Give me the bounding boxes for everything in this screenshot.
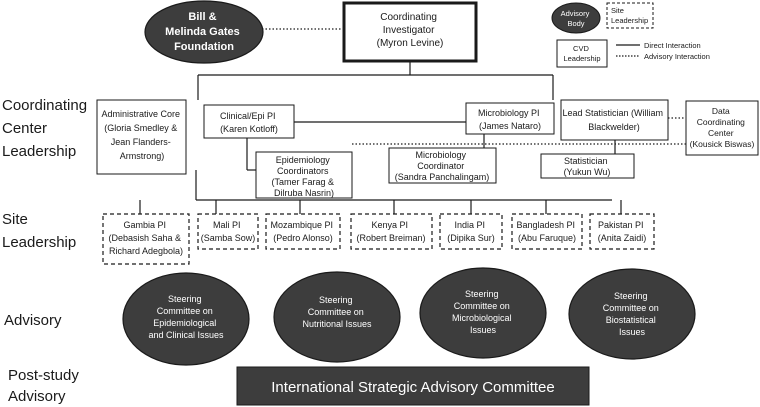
clinical-epi-pi-node: Clinical/Epi PI (Karen Kotloff) <box>203 104 295 139</box>
svg-text:Epidemiology Coordinator: Epidemiology Coordinators (Tamer Farag &… <box>271 155 336 198</box>
legend: Advisory Body Site Leadership CVD Leader… <box>551 2 710 68</box>
data-coordinating-center-node: Data Coordinating Center (Kousick Biswas… <box>685 100 759 156</box>
site-box-pakistan <box>589 213 655 250</box>
legend-cvd-text: Leadership <box>563 54 600 63</box>
lead-statistician-node: Lead Statistician (William Blackwelder) <box>560 99 669 141</box>
site-mozambique-text: Mozambique PI (Pedro Alonso) <box>270 220 335 243</box>
epidemiology-coordinators-node: Epidemiology Coordinators (Tamer Farag &… <box>255 151 353 199</box>
site-gambia-text: Gambia PI (Debasish Saha & Richard Adegb… <box>108 220 183 256</box>
site-box-india <box>439 213 503 250</box>
svg-text:Site: Site <box>2 211 28 228</box>
coordinating-investigator-node: Coordinating Investigator (Myron Levine) <box>342 1 478 63</box>
site-box-kenya <box>350 213 433 250</box>
svg-text:CVD Leadership: CVD Leadership <box>563 44 600 63</box>
svg-text:Bill & Melinda Gates: Bill & Melinda Gates Foundation <box>165 11 243 53</box>
committee-nutritional: Steering Committee on Nutritional Issues <box>273 271 401 363</box>
isac-node: International Strategic Advisory Committ… <box>236 366 590 406</box>
ci-line: Coordinating <box>380 12 437 23</box>
legend-direct-text: Direct Interaction <box>644 41 701 50</box>
svg-text:Center: Center <box>2 120 47 137</box>
gates-line: Foundation <box>174 41 234 53</box>
side-label-coordinating: Coordinating Center Leadership <box>2 97 87 160</box>
svg-text:Coordinating: Coordinating <box>2 97 87 114</box>
gates-foundation-node: Bill & Melinda Gates Foundation <box>144 0 264 64</box>
advisory-connectors <box>262 28 686 145</box>
committee-microbiological: Steering Committee on Microbiological Is… <box>419 267 547 359</box>
svg-text:Statistician (Yukun Wu): Statistician (Yukun Wu) <box>564 156 611 177</box>
svg-text:Steering Committee on: Steering Committee on Nutritional Issues <box>302 295 372 329</box>
admin-core-node: Administrative Core (Gloria Smedley & Je… <box>96 99 187 175</box>
svg-text:Lead Statistician (William: Lead Statistician (William Blackwelder) <box>562 108 665 132</box>
site-box-bangladesh <box>511 213 583 250</box>
site-box-mozambique <box>265 213 341 250</box>
svg-text:Steering Committee on: Steering Committee on Biostatistical Iss… <box>603 291 662 337</box>
committee-biostatistical: Steering Committee on Biostatistical Iss… <box>568 268 696 360</box>
side-label-advisory: Advisory <box>4 312 62 329</box>
ci-line: (Myron Levine) <box>377 38 444 49</box>
svg-text:Advisory Body: Advisory Body <box>561 9 592 28</box>
svg-text:Leadership: Leadership <box>2 234 76 251</box>
side-label-post-study: Post-study Advisory <box>8 367 79 405</box>
svg-text:Advisory: Advisory <box>4 312 62 329</box>
statistician-node: Statistician (Yukun Wu) <box>540 153 635 179</box>
svg-text:Steering Committee on: Steering Committee on Epidemiological an… <box>148 294 224 340</box>
svg-text:Steering Committee on: Steering Committee on Microbiological Is… <box>452 289 514 335</box>
site-kenya-text: Kenya PI (Robert Breiman) <box>356 220 425 243</box>
svg-text:Advisory: Advisory <box>8 388 66 405</box>
site-mali-text: Mali PI (Samba Sow) <box>201 220 256 243</box>
site-pakistan-text: Pakistan PI (Anita Zaidi) <box>598 220 647 243</box>
svg-text:Site Leadership: Site Leadership <box>611 6 648 25</box>
svg-text:Administrative Core (Glo: Administrative Core (Gloria Smedley & Je… <box>101 109 182 161</box>
site-box-mali <box>197 213 259 250</box>
side-label-site: Site Leadership <box>2 211 76 251</box>
microbiology-coordinator-node: Microbiology Coordinator (Sandra Panchal… <box>388 147 497 184</box>
gates-line: Bill & <box>188 11 216 23</box>
committee-epidemiological: Steering Committee on Epidemiological an… <box>122 272 250 366</box>
site-india-text: India PI (Dipika Sur) <box>447 220 495 243</box>
legend-cvd-text: CVD <box>573 44 589 53</box>
legend-site-text: Site <box>611 6 624 15</box>
svg-text:Post-study: Post-study <box>8 367 79 384</box>
microbiology-pi-node: Microbiology PI (James Nataro) <box>465 102 555 135</box>
isac-text: International Strategic Advisory Committ… <box>271 379 554 396</box>
site-box-gambia <box>102 213 190 265</box>
svg-text:Data Coordinating: Data Coordinating Center (Kousick Biswas… <box>690 106 755 149</box>
svg-text:Microbiology PI (James N: Microbiology PI (James Nataro) <box>478 108 542 131</box>
legend-advisory-text: Body <box>567 19 584 28</box>
direct-connectors <box>139 61 622 214</box>
svg-text:Clinical/Epi PI (Karen K: Clinical/Epi PI (Karen Kotloff) <box>220 111 278 134</box>
legend-cvd-leadership: CVD Leadership <box>556 39 608 68</box>
legend-site-text: Leadership <box>611 16 648 25</box>
legend-site-leadership: Site Leadership <box>606 2 654 29</box>
legend-advisory-text: Advisory <box>561 9 590 18</box>
svg-text:Coordinating Investigato: Coordinating Investigator (Myron Levine) <box>377 12 444 49</box>
ci-line: Investigator <box>383 25 435 36</box>
gates-line: Melinda Gates <box>165 26 240 38</box>
svg-text:Microbiology Coordinator: Microbiology Coordinator (Sandra Panchal… <box>395 150 490 182</box>
legend-advisory-body: Advisory Body <box>551 2 601 34</box>
svg-text:Leadership: Leadership <box>2 143 76 160</box>
site-bangladesh-text: Bangladesh PI (Abu Faruque) <box>516 220 577 243</box>
legend-advisory-interaction-text: Advisory Interaction <box>644 52 710 61</box>
